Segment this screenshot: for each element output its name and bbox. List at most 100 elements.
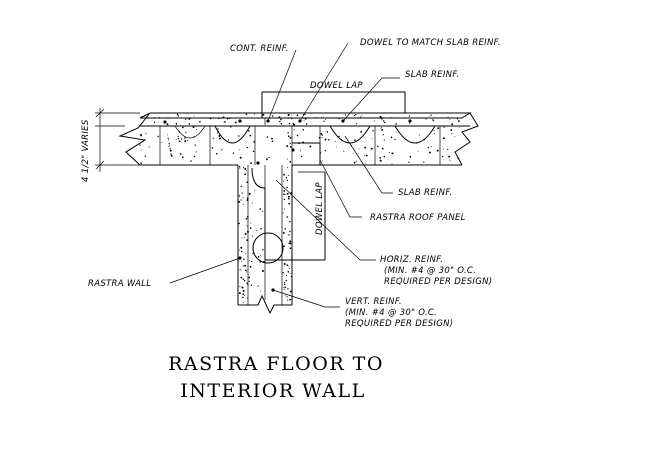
stipple-dot [246, 215, 249, 218]
stipple-dot [246, 282, 249, 285]
stipple-dot [287, 132, 289, 134]
stipple-dot [177, 114, 179, 116]
stipple-dot [178, 140, 181, 143]
stipple-dot [262, 113, 265, 116]
stipple-dot [286, 216, 289, 218]
stipple-dot [153, 121, 156, 123]
stipple-dot [253, 141, 255, 143]
stipple-dot [408, 115, 411, 117]
stipple-dot [359, 116, 361, 118]
stipple-dot [286, 179, 289, 182]
dowel-lap-top-dimension [261, 91, 406, 125]
stipple-dot [315, 117, 317, 118]
stipple-dot [239, 167, 241, 169]
stipple-dot [293, 123, 296, 126]
stipple-dot [181, 126, 184, 129]
stipple-dot [321, 117, 323, 119]
stipple-dot [447, 148, 449, 151]
stipple-dot [416, 142, 417, 144]
slab-reinf-lower-label: SLAB REINF. [398, 188, 452, 198]
stipple-dot [245, 271, 247, 273]
stipple-dot [249, 259, 250, 261]
stipple-dot [230, 126, 232, 128]
stipple-dot [248, 276, 251, 279]
stipple-dot [249, 134, 252, 137]
stipple-dot [212, 137, 214, 139]
stipple-dot [194, 144, 196, 146]
stipple-dot [437, 127, 439, 130]
stipple-dot [250, 162, 252, 165]
stipple-dot [442, 156, 444, 158]
stipple-dot [283, 198, 286, 201]
stipple-dot [363, 154, 365, 156]
stipple-dot [447, 116, 449, 119]
stipple-dot [217, 130, 220, 133]
stipple-dot [240, 276, 243, 279]
stipple-dot [294, 129, 295, 130]
stipple-dot [249, 265, 252, 268]
stipple-dot [283, 287, 284, 289]
stipple-dot [423, 139, 425, 141]
stipple-dot [222, 116, 225, 119]
stipple-dot [260, 228, 262, 230]
stipple-dot [240, 185, 242, 188]
stipple-dot [318, 137, 321, 139]
stipple-dot [282, 245, 284, 248]
stipple-dot [177, 115, 180, 117]
stipple-dot [140, 149, 142, 151]
stipple-dot [140, 162, 142, 164]
stipple-dot [251, 202, 253, 204]
stipple-dot [224, 121, 226, 123]
stipple-dot [433, 130, 435, 132]
stipple-dot [303, 119, 305, 121]
stipple-dot [287, 195, 290, 198]
stipple-dot [372, 130, 374, 132]
stipple-dot [430, 146, 432, 148]
stipple-dot [232, 152, 235, 154]
stipple-dot [228, 117, 231, 120]
stipple-dot [246, 181, 249, 184]
stipple-dot [184, 137, 186, 139]
stipple-dot [319, 152, 322, 154]
stipple-dot [166, 123, 169, 126]
stipple-dot [287, 270, 290, 273]
stipple-dot [242, 293, 244, 295]
stipple-dot [192, 136, 195, 138]
stipple-dot [148, 146, 150, 148]
stipple-dot [168, 145, 170, 147]
stipple-dot [429, 116, 431, 118]
stipple-dot [220, 117, 222, 119]
stipple-dot [284, 228, 286, 230]
stipple-dot [266, 157, 268, 159]
stipple-dot [140, 134, 143, 137]
stipple-dot [177, 135, 179, 138]
stipple-dot [382, 120, 385, 122]
stipple-dot [271, 137, 273, 140]
stipple-dot [259, 261, 261, 263]
stipple-dot [442, 137, 445, 140]
stipple-dot [336, 146, 338, 148]
stipple-dot [238, 249, 240, 251]
stipple-dot [161, 142, 163, 143]
stipple-dot [391, 152, 394, 155]
stipple-dot [242, 289, 245, 292]
stipple-dot [359, 148, 361, 150]
stipple-dot [309, 145, 312, 148]
stipple-dot [291, 114, 293, 116]
dowel-to-match-label: DOWEL TO MATCH SLAB REINF. [360, 38, 501, 48]
stipple-dot [218, 134, 221, 137]
stipple-dot [246, 297, 248, 299]
stipple-dot [238, 200, 241, 203]
stipple-dot [326, 131, 329, 133]
stipple-dot [343, 150, 345, 152]
stipple-dot [302, 141, 305, 144]
stipple-dot [218, 137, 221, 140]
stipple-dot [459, 127, 460, 128]
stipple-dot [280, 118, 282, 121]
stipple-dot [286, 166, 288, 168]
stipple-dot [177, 137, 180, 140]
stipple-dot [168, 139, 170, 141]
stipple-dot [304, 114, 306, 116]
cont-reinf-label: CONT. REINF. [230, 44, 289, 54]
stipple-dot [304, 117, 307, 120]
